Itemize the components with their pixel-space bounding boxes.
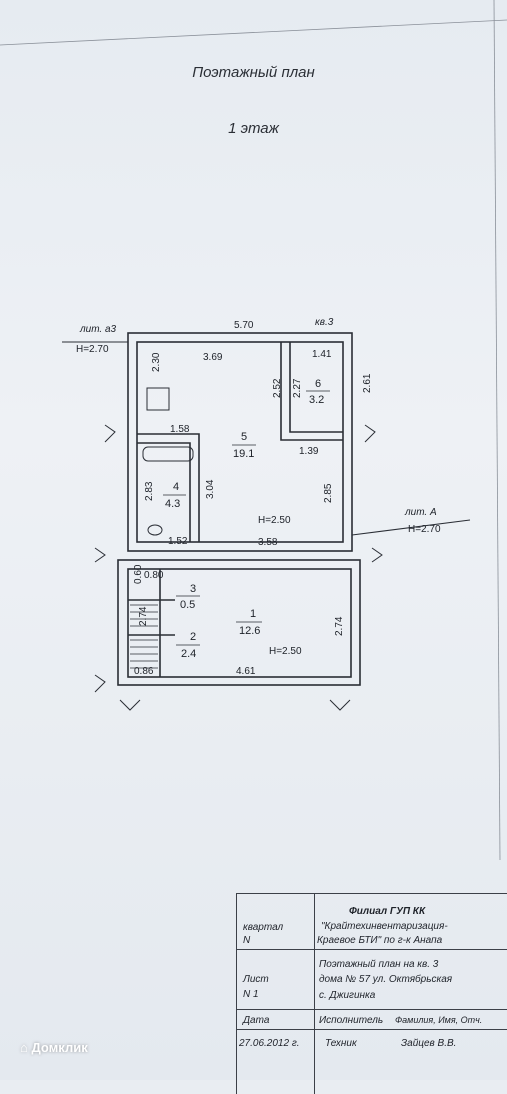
dim-5-70: 5.70 [234, 320, 254, 331]
height-room1: H=2.50 [269, 646, 302, 657]
dim-2-74-right: 2.74 [334, 616, 345, 636]
room-4-number: 4 [173, 481, 179, 493]
dim-2-52: 2.52 [272, 378, 283, 398]
dim-2-85: 2.85 [323, 483, 334, 503]
dim-1-39: 1.39 [299, 446, 319, 457]
apartment-label: кв.3 [315, 317, 334, 328]
org-line2: "Крайтехинвентаризация- [321, 921, 448, 932]
room-1-number: 1 [250, 608, 256, 620]
dim-3-69: 3.69 [203, 352, 223, 363]
dim-2-61: 2.61 [362, 373, 373, 393]
kvartal-n: N [243, 935, 251, 946]
height-a-label: H=2.70 [408, 524, 441, 535]
dim-2-30: 2.30 [151, 352, 162, 372]
height-room5: H=2.50 [258, 515, 291, 526]
floor-title: 1 этаж [228, 120, 279, 137]
list-label: Лист [243, 974, 269, 985]
kvartal-label: квартал [243, 922, 284, 933]
date-label: Дата [243, 1015, 270, 1026]
lit-a-label: лит. А [404, 507, 437, 518]
dim-2-74-left: 2.74 [138, 606, 149, 626]
room-4-area: 4.3 [165, 498, 180, 510]
room-5-area: 19.1 [233, 448, 254, 460]
house-icon: ⌂ [20, 1040, 32, 1055]
dim-4-61: 4.61 [236, 666, 256, 677]
org-line3: Краевое БТИ" по г-к Анапа [317, 935, 443, 946]
room-3-number: 3 [190, 583, 196, 595]
room-6-number: 6 [315, 378, 321, 390]
room-2-number: 2 [190, 631, 196, 643]
dim-0-86: 0.86 [134, 666, 154, 677]
desc-line1: Поэтажный план на кв. 3 [319, 959, 439, 970]
org-line1: Филиал ГУП КК [349, 906, 426, 917]
lit-a3-label: лит. а3 [79, 324, 117, 335]
page-title: Поэтажный план [192, 64, 315, 81]
dim-1-41: 1.41 [312, 349, 332, 360]
room-2-area: 2.4 [181, 648, 196, 660]
dim-2-83: 2.83 [144, 481, 155, 501]
room-3-area: 0.5 [180, 599, 195, 611]
dim-3-58: 3.58 [258, 537, 278, 548]
list-number: N 1 [243, 989, 259, 1000]
executor-label: Исполнитель [319, 1015, 384, 1026]
toilet-icon [147, 524, 163, 536]
dim-1-58: 1.58 [170, 424, 190, 435]
domclick-watermark: ⌂ Домклик [20, 1040, 88, 1055]
watermark-text: Домклик [31, 1040, 88, 1055]
outer-wall-upper [127, 332, 353, 552]
desc-line3: с. Джигинка [319, 990, 376, 1001]
room-6-area: 3.2 [309, 394, 324, 406]
room-5-number: 5 [241, 431, 247, 443]
title-block: квартал N Филиал ГУП КК "Крайтехинвентар… [236, 893, 507, 1094]
fio-label: Фамилия, Имя, Отч. [395, 1015, 483, 1025]
dim-0-80: 0.80 [144, 570, 164, 581]
room-1-area: 12.6 [239, 625, 260, 637]
stove-icon [146, 387, 170, 411]
outer-wall-lower [117, 559, 361, 686]
bathtub-icon [142, 446, 194, 462]
dim-1-52: 1.52 [168, 536, 188, 547]
fio-value: Зайцев В.В. [401, 1038, 457, 1049]
dim-3-04: 3.04 [205, 479, 216, 499]
dim-2-27: 2.27 [292, 378, 303, 398]
date-value: 27.06.2012 г. [239, 1038, 300, 1049]
executor-value: Техник [325, 1038, 357, 1049]
desc-line2: дома № 57 ул. Октябрьская [319, 974, 453, 985]
height-a3-label: H=2.70 [76, 344, 109, 355]
dim-0-60: 0.60 [133, 564, 144, 584]
